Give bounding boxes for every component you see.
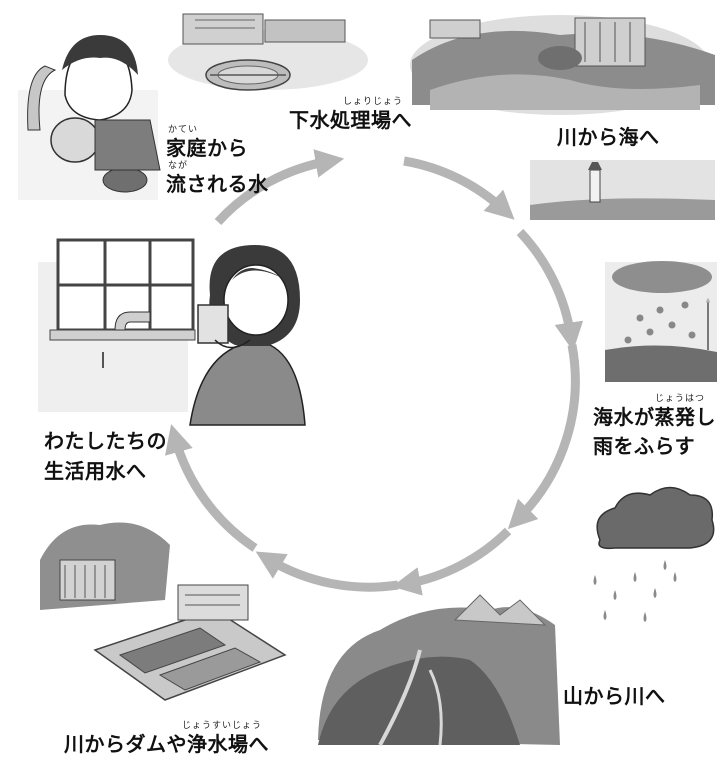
label-dam-line-1: 川からダムや浄水場へ (64, 732, 269, 756)
arrow-dam-to-life (165, 424, 258, 552)
label-home-line-1: 家庭から (166, 136, 248, 160)
label-evaporate-line-2: 雨をふらす (593, 434, 696, 458)
label-river: 山から川へ (563, 686, 666, 706)
evaporation-icon (605, 261, 717, 382)
water-plant-icon (93, 584, 287, 701)
cycle-arrows (165, 149, 584, 596)
label-life: わたしたちの 生活用水へ (44, 431, 167, 481)
arrow-home-to-sewage (214, 149, 345, 226)
label-home: かてい 家庭から なが 流される水 (166, 125, 269, 196)
coast-icon (410, 15, 715, 115)
arrow-river-to-dam (255, 551, 399, 592)
arrow-sewage-to-sea (403, 156, 515, 220)
mountain-river-icon (318, 594, 560, 746)
dam-icon (40, 522, 170, 610)
arrow-sea-to-evaporate (516, 228, 584, 352)
arrow-evaporate-to-rain (507, 344, 580, 530)
label-dam: じょうすいじょう 川からダムや浄水場へ (64, 721, 269, 756)
ruby-sewage: しょりじょう (343, 97, 404, 107)
label-sewage-line-1: 下水処理場へ (289, 108, 412, 132)
label-life-line-2: 生活用水へ (44, 459, 147, 483)
ruby-home: かてい (168, 125, 199, 135)
label-life-line-1: わたしたちの (44, 429, 167, 453)
sewage-plant-icon (168, 13, 368, 91)
ruby-dam: じょうすいじょう (182, 721, 263, 731)
label-river-line-1: 山から川へ (563, 684, 666, 708)
boy-washing-dishes-icon (18, 35, 161, 200)
window-faucet-icon (38, 238, 196, 412)
ruby-evaporate: じょうはつ (655, 394, 706, 404)
label-evaporate-line-1: 海水が蒸発し (593, 405, 716, 429)
label-home-line-2: 流される水 (166, 172, 269, 196)
lighthouse-icon (530, 160, 715, 220)
ruby-home-2: なが (168, 161, 189, 171)
label-sea-line-1: 川から海へ (557, 125, 660, 149)
girl-drinking-icon (189, 245, 306, 426)
label-sea: 川から海へ (557, 127, 660, 147)
arrow-rain-to-river (391, 527, 512, 596)
label-sewage: しょりじょう 下水処理場へ (289, 97, 412, 132)
label-evaporate: じょうはつ 海水が蒸発し 雨をふらす (593, 394, 716, 458)
rain-cloud-icon (593, 486, 715, 622)
